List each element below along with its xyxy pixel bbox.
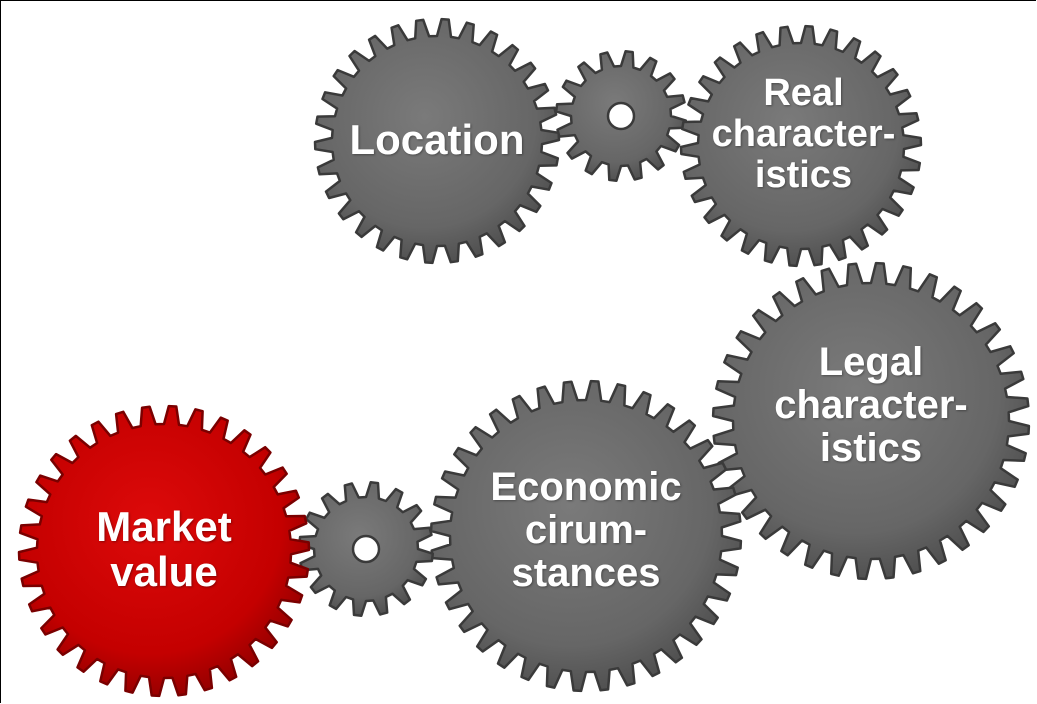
gear-location	[313, 17, 561, 265]
label-market-value: Market value	[96, 503, 232, 596]
label-real-characteristics: Real character- istics	[711, 72, 896, 197]
gear-small-bottom	[297, 480, 435, 618]
gear-economic-circumstances	[429, 379, 743, 693]
gear-legal-characteristics	[711, 261, 1031, 581]
label-legal-characteristics: Legal character- istics	[774, 340, 968, 471]
label-economic-circumstances: Economic cirum- stances	[490, 465, 682, 596]
gear-small-top	[554, 49, 688, 183]
gear-market-value	[17, 404, 311, 698]
label-location: Location	[349, 116, 525, 163]
gear-real-characteristics	[679, 24, 923, 268]
